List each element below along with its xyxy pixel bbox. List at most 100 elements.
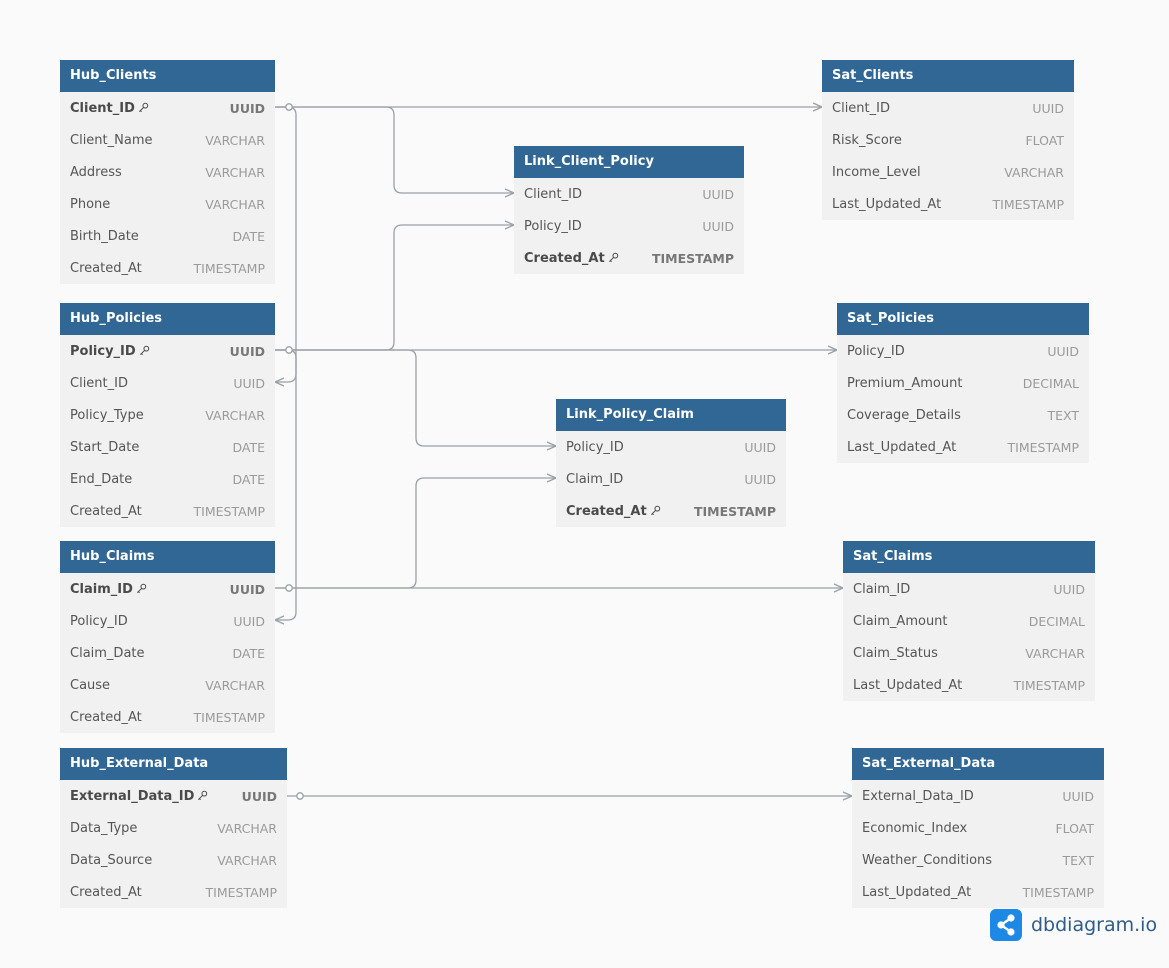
field-type: FLOAT xyxy=(1025,132,1064,148)
field-type: UUID xyxy=(229,343,265,359)
field-name: Policy_ID xyxy=(70,614,128,629)
field-name-text: Policy_ID xyxy=(524,218,582,234)
field-name-text: Address xyxy=(70,164,122,180)
field-type: UUID xyxy=(233,613,265,629)
key-icon xyxy=(133,582,147,597)
field-type: UUID xyxy=(744,471,776,487)
table-header[interactable]: Sat_Clients xyxy=(822,60,1074,92)
field-row-claim-status[interactable]: Claim_Status VARCHAR xyxy=(843,637,1095,669)
field-name-text: Claim_ID xyxy=(70,581,133,597)
field-name: Weather_Conditions xyxy=(862,853,992,868)
table-header[interactable]: Sat_External_Data xyxy=(852,748,1104,780)
field-row-risk-score[interactable]: Risk_Score FLOAT xyxy=(822,124,1074,156)
field-type: VARCHAR xyxy=(1025,645,1085,661)
table-header[interactable]: Hub_External_Data xyxy=(60,748,287,780)
field-row-policy-id[interactable]: Policy_ID UUID xyxy=(556,431,786,463)
key-icon xyxy=(136,344,150,359)
field-type: UUID xyxy=(1053,581,1085,597)
table-header[interactable]: Hub_Clients xyxy=(60,60,275,92)
field-type: TIMESTAMP xyxy=(652,250,734,266)
field-name-text: Cause xyxy=(70,677,111,693)
field-name-text: Claim_ID xyxy=(566,471,624,487)
field-name-text: Claim_Date xyxy=(70,645,145,661)
table-header[interactable]: Sat_Claims xyxy=(843,541,1095,573)
field-name: Client_Name xyxy=(70,133,153,148)
crows-foot-marker xyxy=(504,220,515,230)
one-side-marker xyxy=(285,346,293,354)
field-row-claim-id[interactable]: Claim_ID UUID xyxy=(556,463,786,495)
field-name-text: Policy_ID xyxy=(566,439,624,455)
field-type: UUID xyxy=(233,375,265,391)
field-name: Client_ID xyxy=(70,376,128,391)
field-row-client-id[interactable]: Client_ID UUID xyxy=(60,367,275,399)
field-name: Created_At xyxy=(566,504,661,519)
table-header[interactable]: Link_Policy_Claim xyxy=(556,399,786,431)
table-header[interactable]: Hub_Claims xyxy=(60,541,275,573)
field-type: TIMESTAMP xyxy=(193,503,265,519)
table-header[interactable]: Sat_Policies xyxy=(837,303,1089,335)
field-name: Risk_Score xyxy=(832,133,902,148)
field-type: UUID xyxy=(744,439,776,455)
table-header[interactable]: Hub_Policies xyxy=(60,303,275,335)
field-type: UUID xyxy=(1062,788,1094,804)
field-name: Client_ID xyxy=(832,101,890,116)
field-name-text: Client_ID xyxy=(524,186,582,202)
field-row-policy-id[interactable]: Policy_ID UUID xyxy=(60,605,275,637)
field-name: Coverage_Details xyxy=(847,408,961,423)
field-name-text: Claim_Status xyxy=(853,645,938,661)
table-header[interactable]: Link_Client_Policy xyxy=(514,146,744,178)
field-name: Claim_Date xyxy=(70,646,145,661)
brand-watermark[interactable]: dbdiagram.io xyxy=(990,909,1157,941)
field-type: TIMESTAMP xyxy=(205,884,277,900)
field-name-text: Last_Updated_At xyxy=(853,677,963,693)
